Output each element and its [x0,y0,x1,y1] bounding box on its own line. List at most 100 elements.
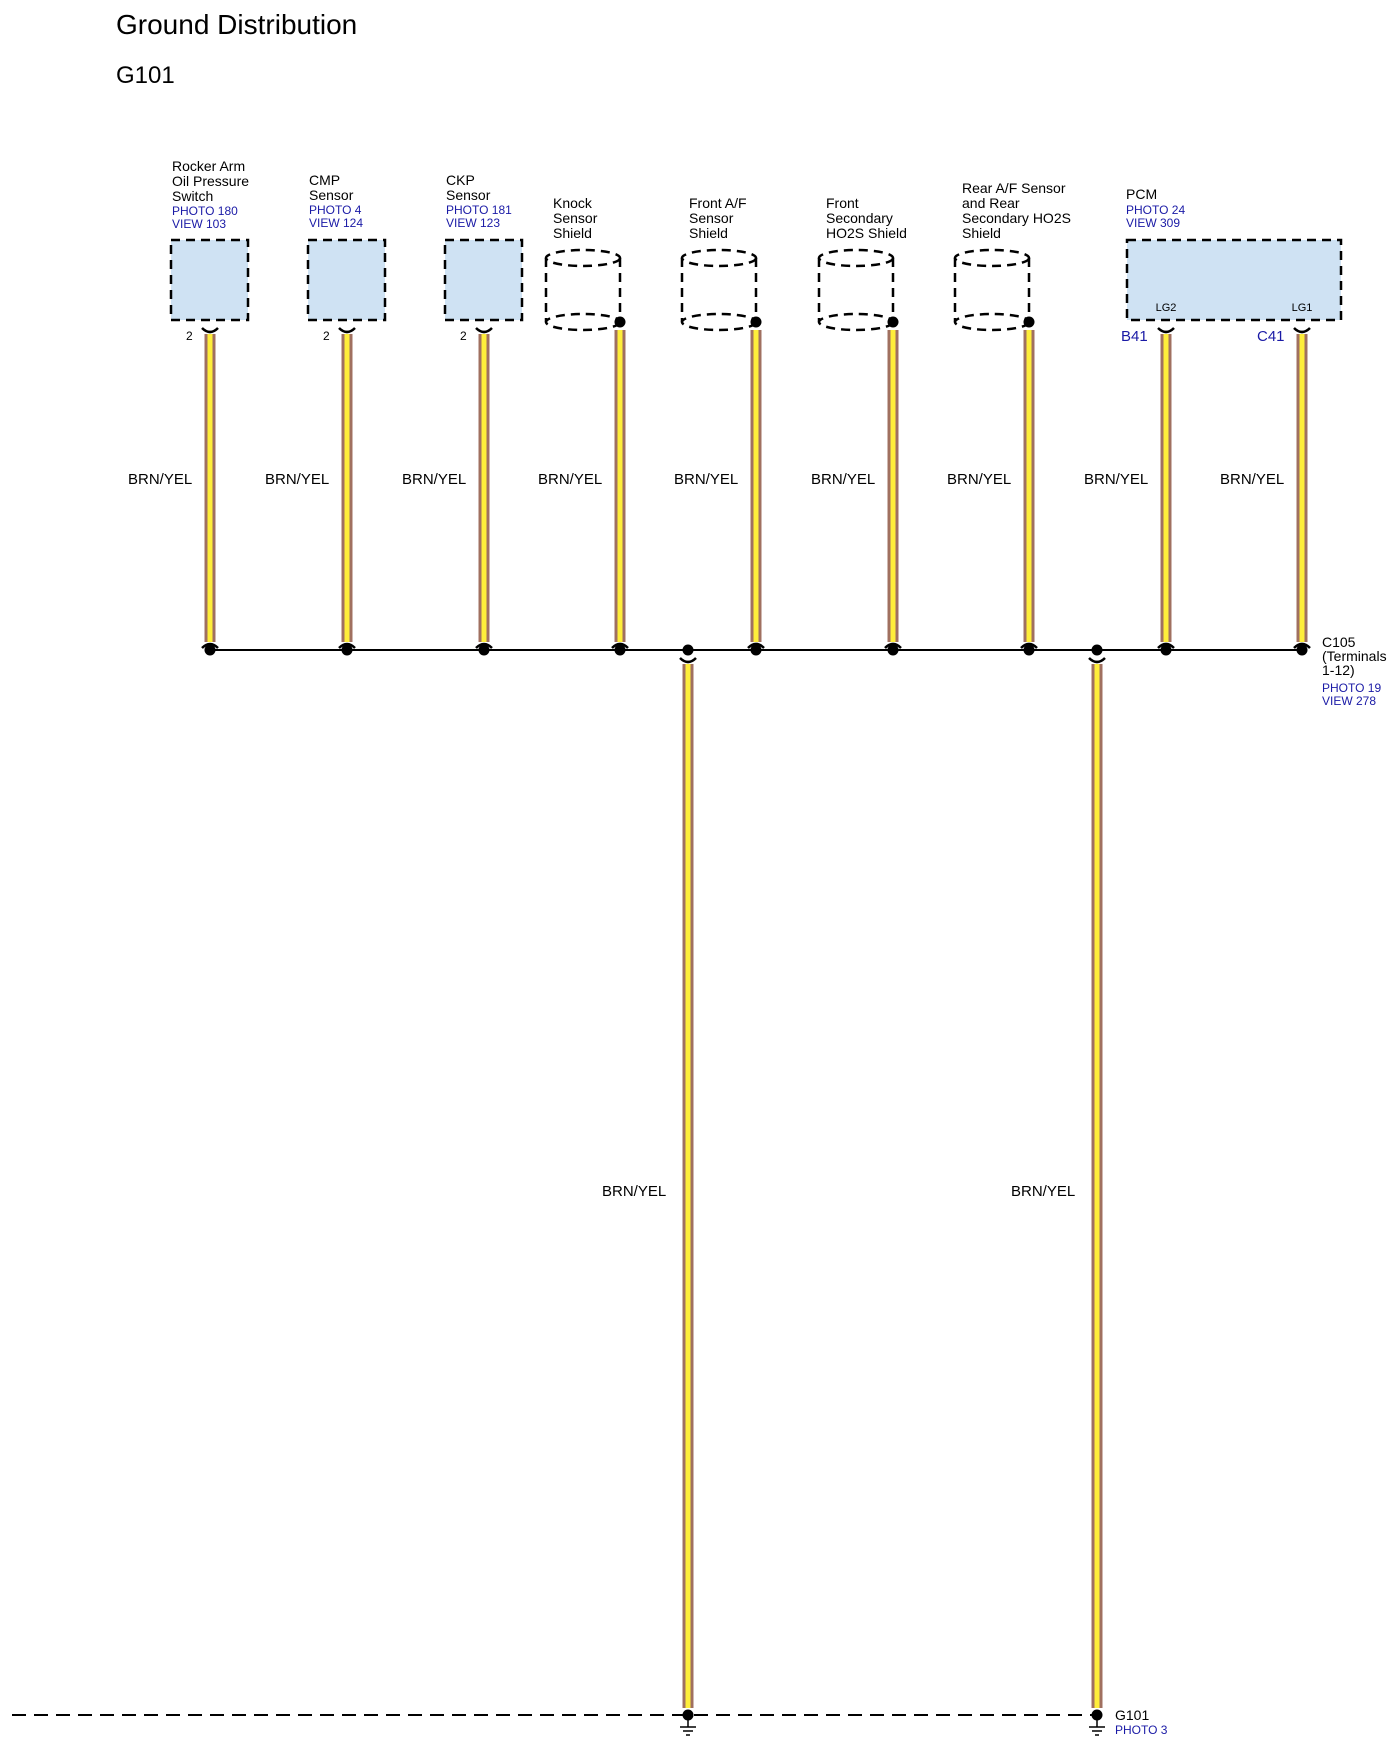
ground-g101-photo-ref: PHOTO 3 [1115,1723,1168,1737]
component-rocker-wire-color: BRN/YEL [128,471,192,488]
pcm-view-ref: VIEW 309 [1126,216,1180,230]
component-ckp-view-ref: VIEW 123 [446,216,500,230]
component-ckp-body [443,238,524,322]
component-cmp-bus-cap [338,642,356,649]
component-knock-bus-cap [611,642,629,649]
ground-drop-1-wire-color: BRN/YEL [602,1183,666,1200]
pcm-pin-lg2-wire-color: BRN/YEL [1084,471,1148,488]
component-rearaf-bus-cap [1020,642,1038,649]
ground-drop-2-ground-symbol-icon [1089,1715,1105,1736]
component-rocker-label-line: Rocker Arm [172,158,245,174]
component-frontaf-shield-sides [680,258,758,322]
components-layer [169,238,1343,1736]
component-knock-shield-top [544,248,622,268]
connector-c105-view-ref: VIEW 278 [1322,694,1376,708]
component-rearaf-bus-dot [1023,644,1035,656]
component-fronth02-shield-bottom [817,312,895,332]
component-knock-label-line: Shield [553,225,592,241]
component-ckp-pin-number: 2 [460,329,467,343]
connector-c105-label-line: 1-12) [1322,662,1355,678]
ground-drop-1-ground-symbol-icon [680,1715,696,1736]
connector-c105-label-line: C105 [1322,634,1356,650]
component-fronth02-shield-sides [817,258,895,322]
component-fronth02-shield-drain-dot [887,316,899,328]
component-frontaf-bus-dot [750,644,762,656]
component-knock-bus-dot [614,644,626,656]
ground-drop-2-wire-color: BRN/YEL [1011,1183,1075,1200]
component-rocker-label-line: Switch [172,188,213,204]
component-fronth02-label-line: Front [826,195,859,211]
page-title: Ground Distribution [116,9,357,40]
pcm-label: PCM [1126,186,1157,202]
component-ckp-label-line: CKP [446,172,475,188]
component-rocker-pin-number: 2 [186,329,193,343]
component-frontaf-label-line: Sensor [689,210,734,226]
connector-c105-photo-ref: PHOTO 19 [1322,681,1381,695]
pcm-pin-lg2-terminal: B41 [1121,328,1148,345]
pcm-pin-lg2-label: LG2 [1156,302,1177,314]
component-fronth02-shield-top [817,248,895,268]
component-knock-shield-drain-dot [614,316,626,328]
component-rocker-pin-cap [201,327,219,334]
component-ckp-bus-dot [478,644,490,656]
pcm-pin-lg2-bus-dot [1160,644,1172,656]
component-rocker-bus-cap [201,642,219,649]
component-ckp-photo-ref: PHOTO 181 [446,203,512,217]
component-cmp-bus-dot [341,644,353,656]
component-fronth02-bus-dot [887,644,899,656]
component-frontaf-shield-bottom [680,312,758,332]
component-knock-wire-color: BRN/YEL [538,471,602,488]
connector-c105-label-line: (Terminals [1322,648,1387,664]
component-ckp-bus-cap [475,642,493,649]
component-fronth02-label-line: HO2S Shield [826,225,907,241]
component-rocker-label-line: Oil Pressure [172,173,249,189]
ground-drop-1-bus-dot [682,644,694,656]
wires-layer [12,330,1308,1716]
component-rearaf-shield-sides [953,258,1031,322]
component-fronth02-wire-color: BRN/YEL [811,471,875,488]
component-cmp-wire-color: BRN/YEL [265,471,329,488]
component-fronth02-label-line: Secondary [826,210,893,226]
pcm-photo-ref: PHOTO 24 [1126,203,1185,217]
component-knock-label-line: Sensor [553,210,598,226]
component-rearaf-shield-top [953,248,1031,268]
component-knock-shield-sides [544,258,622,322]
ground-drop-2-top-cap [1088,657,1106,664]
component-cmp-view-ref: VIEW 124 [309,216,363,230]
component-frontaf-wire-color: BRN/YEL [674,471,738,488]
component-fronth02-bus-cap [884,642,902,649]
ground-drop-1-top-cap [679,657,697,664]
component-ckp-wire-color: BRN/YEL [402,471,466,488]
pcm-pin-lg1-terminal: C41 [1257,328,1285,345]
component-rearaf-label-line: Secondary HO2S [962,210,1071,226]
pcm-pin-lg2-bus-cap [1157,642,1175,649]
component-cmp-photo-ref: PHOTO 4 [309,203,362,217]
page-subtitle: G101 [116,62,175,89]
component-ckp-pin-cap [475,327,493,334]
ground-drop-2-bus-dot [1091,644,1103,656]
component-rocker-photo-ref: PHOTO 180 [172,204,238,218]
pcm-pin-lg1-bus-dot [1296,644,1308,656]
component-knock-shield-bottom [544,312,622,332]
component-cmp-label-line: CMP [309,172,340,188]
component-rocker-bus-dot [204,644,216,656]
component-frontaf-label-line: Shield [689,225,728,241]
pcm-pin-lg2-cap [1157,327,1175,334]
component-cmp-pin-number: 2 [323,329,330,343]
component-frontaf-shield-top [680,248,758,268]
component-rearaf-label-line: Shield [962,225,1001,241]
pcm-body [1125,238,1343,322]
component-rocker-body [169,238,250,322]
component-frontaf-bus-cap [747,642,765,649]
component-rearaf-shield-bottom [953,312,1031,332]
pcm-pin-lg1-cap [1293,327,1311,334]
component-rearaf-wire-color: BRN/YEL [947,471,1011,488]
component-cmp-body [306,238,387,322]
pcm-pin-lg1-bus-cap [1293,642,1311,649]
component-rearaf-shield-drain-dot [1023,316,1035,328]
pcm-pin-lg1-wire-color: BRN/YEL [1220,471,1284,488]
component-rearaf-label-line: Rear A/F Sensor [962,180,1066,196]
component-cmp-pin-cap [338,327,356,334]
